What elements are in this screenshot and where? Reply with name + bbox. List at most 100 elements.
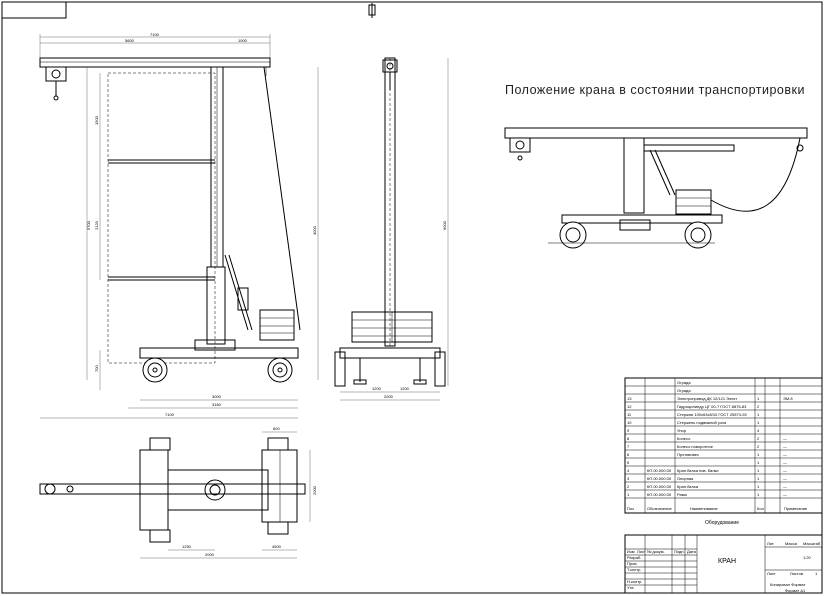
spec-cell-qty: 1 xyxy=(757,420,760,425)
footer-line1: Копировал Формат xyxy=(770,582,806,587)
spec-cell-pos: 8 xyxy=(627,436,630,441)
side-mast xyxy=(384,57,396,347)
title-label-utv: Утв. xyxy=(627,585,635,590)
front-boom xyxy=(39,57,271,68)
spec-header-designation: Обозначение xyxy=(647,506,673,511)
title-label-doc: № докум. xyxy=(647,549,665,554)
spec-cell-qty: 1 xyxy=(757,476,760,481)
spec-cell-qty: 1 xyxy=(757,396,760,401)
dim-front-base-inner: 3000 xyxy=(212,394,222,399)
spec-cell-pos: 1 xyxy=(627,492,630,497)
title-label-list: Лист xyxy=(637,549,646,554)
spec-cell-qty: 1 xyxy=(757,412,760,417)
spec-cell-name: Кран.балка пов. балки xyxy=(677,468,719,473)
transport-boom xyxy=(504,127,808,139)
dim-side-left-gap: 1200 xyxy=(372,386,382,391)
title-block: Изм Лист № докум. Подп. Дата Разраб. Про… xyxy=(624,534,823,594)
transport-title: Положение крана в состоянии транспортиро… xyxy=(505,83,805,97)
spec-cell-designation: КП.00.000.00 xyxy=(647,476,672,481)
spec-cell-qty: 2 xyxy=(757,404,760,409)
dim-front-left-height: 5700 xyxy=(86,220,91,230)
spec-cell-pos: 2 xyxy=(627,484,630,489)
title-label-sign: Подп. xyxy=(674,549,685,554)
title-label-izm: Изм xyxy=(627,549,635,554)
transport-wheel-left xyxy=(559,221,587,249)
dim-front-top-right: 1000 xyxy=(238,38,248,43)
spec-cell-name: Стержень подвижной узла xyxy=(677,420,727,425)
spec-cell-name: Ограда xyxy=(677,380,691,385)
front-wheel-left xyxy=(142,357,168,383)
front-counterweight xyxy=(259,309,295,341)
spec-cell-pos: 3 xyxy=(627,476,630,481)
spec-cell-pos: 13 xyxy=(627,396,632,401)
dim-front-right-height: 4000 xyxy=(312,225,317,235)
spec-cell-pos: 12 xyxy=(627,404,632,409)
spec-cell-note: — xyxy=(783,436,787,441)
spec-cell-qty: 1 xyxy=(757,492,760,497)
footer-line2: Формат А1 xyxy=(785,588,806,593)
spec-cell-pos: 4 xyxy=(627,468,630,473)
spec-cell-name: Стержни 100x63x8/10 ГОСТ 25573-93 xyxy=(677,412,747,417)
sheet-header-listov: Листов xyxy=(790,571,803,576)
plan-view: 600 2000 1250 2000 4500 xyxy=(39,426,317,559)
transport-wheel-right xyxy=(684,221,712,249)
spec-cell-qty: 1 xyxy=(757,484,760,489)
spec-cell-pos: 11 xyxy=(627,412,632,417)
spec-cell-note: — xyxy=(783,460,787,465)
spec-cell-qty: 1 xyxy=(757,452,760,457)
top-left-stamp xyxy=(1,1,67,19)
side-view: 1200 1200 2000 6000 xyxy=(334,57,449,401)
front-base xyxy=(139,347,299,359)
spec-cell-name: Колесо xyxy=(677,436,691,441)
front-hoist xyxy=(45,66,67,82)
spec-cell-pos: 7 xyxy=(627,444,630,449)
stage-header-scale: Масштаб xyxy=(803,541,821,546)
spec-cell-designation: КП.00.000.00 xyxy=(647,484,672,489)
spec-cell-designation: КП.00.000.00 xyxy=(647,492,672,497)
spec-cell-qty: 2 xyxy=(757,444,760,449)
front-view: 7100 5600 1000 5700 1500 2120 700 3000 3… xyxy=(39,32,319,419)
spec-cell-name: Гидроцилиндр ЦГ 00-7 ГОСТ 8875-83 xyxy=(677,404,747,409)
spec-header-note: Примечание xyxy=(784,506,808,511)
dim-front-small-left: 700 xyxy=(94,365,99,372)
title-label-razrab: Разраб. xyxy=(627,555,641,560)
dim-plan-top: 600 xyxy=(273,426,280,431)
front-wheel-right xyxy=(267,357,293,383)
spec-cell-name: Упор xyxy=(677,428,687,433)
spec-cell-qty: 1 xyxy=(757,460,760,465)
plan-counterweight xyxy=(261,449,298,523)
spec-cell-note: — xyxy=(783,452,787,457)
dim-front-base-total: 7100 xyxy=(165,412,175,417)
title-label-date: Дата xyxy=(687,549,697,554)
stage-header-mass: Масса xyxy=(785,541,798,546)
dim-front-top-total: 7100 xyxy=(150,32,160,37)
title-label-nkontr: Н.контр. xyxy=(627,579,642,584)
dim-front-seg-upper: 1500 xyxy=(94,115,99,125)
spec-cell-name: Электропривод ДК 12/121 Элект xyxy=(677,396,737,401)
spec-cell-name: Ограда xyxy=(677,388,691,393)
spec-cell-pos: 9 xyxy=(627,428,630,433)
spec-cell-name: Колесо поворотное xyxy=(677,444,714,449)
dim-front-base-outer: 3160 xyxy=(212,402,222,407)
spec-cell-designation: КП.00.000.00 xyxy=(647,468,672,473)
dim-front-seg-mid: 2120 xyxy=(94,220,99,230)
side-wheel-left xyxy=(334,351,346,387)
spec-cell-name: Противовес xyxy=(677,452,699,457)
dim-side-right-gap: 1200 xyxy=(400,386,410,391)
sheets-count: 1 xyxy=(815,571,818,576)
dim-side-base: 2000 xyxy=(384,394,394,399)
spec-group-label: Оборудование xyxy=(705,520,739,526)
dim-plan-bottom-total: 2000 xyxy=(205,552,215,557)
dim-plan-bottom-left: 1250 xyxy=(182,544,192,549)
scale-value: 1:20 xyxy=(803,555,812,560)
spec-cell-note: — xyxy=(783,444,787,449)
spec-cell-qty: 2 xyxy=(757,436,760,441)
spec-cell-note: — xyxy=(783,492,787,497)
title-label-tkontr: Т.контр. xyxy=(627,567,642,572)
spec-cell-note: — xyxy=(783,484,787,489)
front-rack xyxy=(107,72,216,364)
spec-cell-name: Опорная xyxy=(677,476,693,481)
